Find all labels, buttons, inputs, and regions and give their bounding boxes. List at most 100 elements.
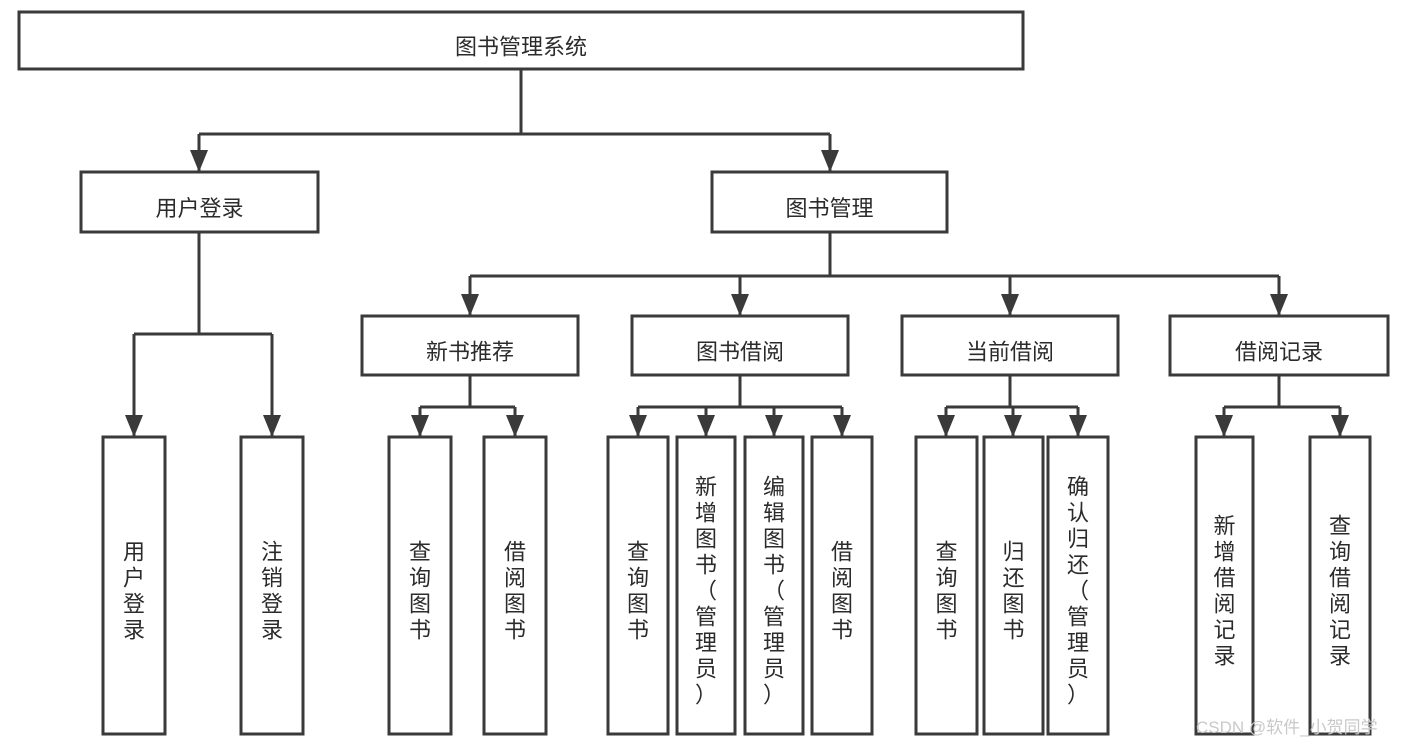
node-box-br-query-record (1308, 435, 1372, 736)
node-label-char: 图 (831, 591, 853, 616)
node-label-char: 注 (261, 539, 283, 564)
node-label-char: 阅 (831, 565, 853, 590)
node-label-char: 管 (695, 604, 717, 629)
node-box-book-manage (710, 170, 949, 234)
arrowhead-cb-to-c1 (937, 415, 955, 437)
node-nbr-query-book[interactable]: 查询图书查询图书 (0, 0, 453, 736)
node-label-char: 录 (123, 617, 145, 642)
node-label-char: 记 (1213, 617, 1235, 642)
node-label-char: 录 (1213, 643, 1235, 668)
node-label-char: 询 (1329, 539, 1351, 564)
node-box-bb-query-book (606, 435, 670, 736)
arrowhead-bus-to-user-login (190, 150, 208, 172)
node-label-char: 图 (504, 591, 526, 616)
node-label-char: 增 (1213, 539, 1235, 564)
node-label-char: 图 (1002, 591, 1024, 616)
arrowhead-bm-to-br (1270, 294, 1288, 316)
node-bb-query-book[interactable]: 查询图书查询图书 (0, 0, 670, 736)
node-label-char: 书 (409, 617, 431, 642)
node-box-cb-return-book (982, 435, 1045, 736)
node-root[interactable]: 图书管理系统 (17, 10, 1025, 71)
node-cb-query-book[interactable]: 查询图书查询图书 (0, 0, 979, 736)
node-label-char: 理 (695, 630, 717, 655)
node-label-char: 理 (1067, 630, 1089, 655)
node-label-char: 图 (409, 591, 431, 616)
node-label-char: 还 (1067, 552, 1089, 577)
node-label-char: 员 (763, 656, 785, 681)
node-label-char: 询 (627, 565, 649, 590)
node-label-char: 认 (1067, 500, 1089, 525)
node-label-char: 管 (763, 604, 785, 629)
node-box-user-login (79, 170, 320, 234)
node-user-logout-leaf[interactable]: 注销登录注销登录 (0, 0, 305, 736)
node-label-char: 查 (627, 539, 649, 564)
node-label-current-borrow: 当前借阅 (966, 339, 1054, 364)
node-label-char: 新 (695, 474, 717, 499)
node-label-char: ） (695, 682, 717, 707)
arrowhead-cb-to-c3 (1069, 415, 1087, 437)
node-label-char: 书 (504, 617, 526, 642)
node-box-current-borrow (900, 314, 1120, 377)
node-label-char: 辑 (763, 500, 785, 525)
arrowhead-bb-to-c1 (629, 415, 647, 437)
node-label-char: 书 (695, 552, 717, 577)
node-label-book-borrow: 图书借阅 (696, 339, 784, 364)
node-cb-return-book[interactable]: 归还图书归还图书 (0, 0, 1045, 736)
node-label-char: 书 (763, 552, 785, 577)
node-bb-borrow-book[interactable]: 借阅图书借阅图书 (0, 0, 874, 736)
node-label-char: 书 (935, 617, 957, 642)
node-label-char: 销 (261, 565, 283, 590)
node-label-char: 管 (1067, 604, 1089, 629)
node-label-char: 询 (935, 565, 957, 590)
arrowhead-br-to-c1 (1215, 415, 1233, 437)
node-box-borrow-record (1168, 314, 1390, 377)
node-label-char: 书 (1002, 617, 1024, 642)
arrowhead-cb-to-c2 (1004, 415, 1022, 437)
node-label-char: 询 (409, 565, 431, 590)
node-label-char: 录 (261, 617, 283, 642)
node-label-char: 员 (1067, 656, 1089, 681)
node-label-char: （ (695, 578, 717, 603)
node-label-char: 归 (1067, 526, 1089, 551)
node-label-char: 阅 (504, 565, 526, 590)
node-label-char: 登 (123, 591, 145, 616)
node-br-add-record[interactable]: 新增借阅记录新增借阅记录 (0, 0, 1255, 736)
node-label-char: 理 (763, 630, 785, 655)
node-book-borrow[interactable]: 图书借阅 (630, 314, 850, 377)
node-label-char: 书 (627, 617, 649, 642)
node-nbr-borrow-book[interactable]: 借阅图书借阅图书 (0, 0, 548, 736)
node-current-borrow[interactable]: 当前借阅 (900, 314, 1120, 377)
node-user-login[interactable]: 用户登录 (79, 170, 320, 234)
node-new-book-recommend[interactable]: 新书推荐 (360, 314, 580, 377)
arrowhead-bm-to-cb (1001, 294, 1019, 316)
node-book-manage[interactable]: 图书管理 (710, 170, 949, 234)
node-box-cb-query-book (914, 435, 979, 736)
node-label-char: ） (1067, 682, 1089, 707)
node-box-user-login-leaf (101, 435, 167, 736)
node-label-char: 还 (1002, 565, 1024, 590)
node-borrow-record[interactable]: 借阅记录 (1168, 314, 1390, 377)
node-label-char: 图 (695, 526, 717, 551)
node-label-char: 阅 (1213, 591, 1235, 616)
node-label-char: （ (1067, 578, 1089, 603)
arrowhead-br-to-c2 (1331, 415, 1349, 437)
node-box-br-add-record (1194, 435, 1255, 736)
node-label-char: 借 (1329, 565, 1351, 590)
node-label-char: 录 (1329, 643, 1351, 668)
node-label-root: 图书管理系统 (455, 34, 587, 59)
node-label-char: 编 (763, 474, 785, 499)
node-label-char: 查 (935, 539, 957, 564)
node-label-char: 归 (1002, 539, 1024, 564)
node-box-nbr-query-book (387, 435, 453, 736)
node-box-root (17, 10, 1025, 71)
arrowhead-nbr-to-c2 (506, 415, 524, 437)
node-label-char: 确 (1067, 474, 1089, 499)
node-br-query-record[interactable]: 查询借阅记录查询借阅记录 (0, 0, 1372, 736)
node-label-borrow-record: 借阅记录 (1235, 339, 1323, 364)
arrowhead-bb-to-c4 (833, 415, 851, 437)
